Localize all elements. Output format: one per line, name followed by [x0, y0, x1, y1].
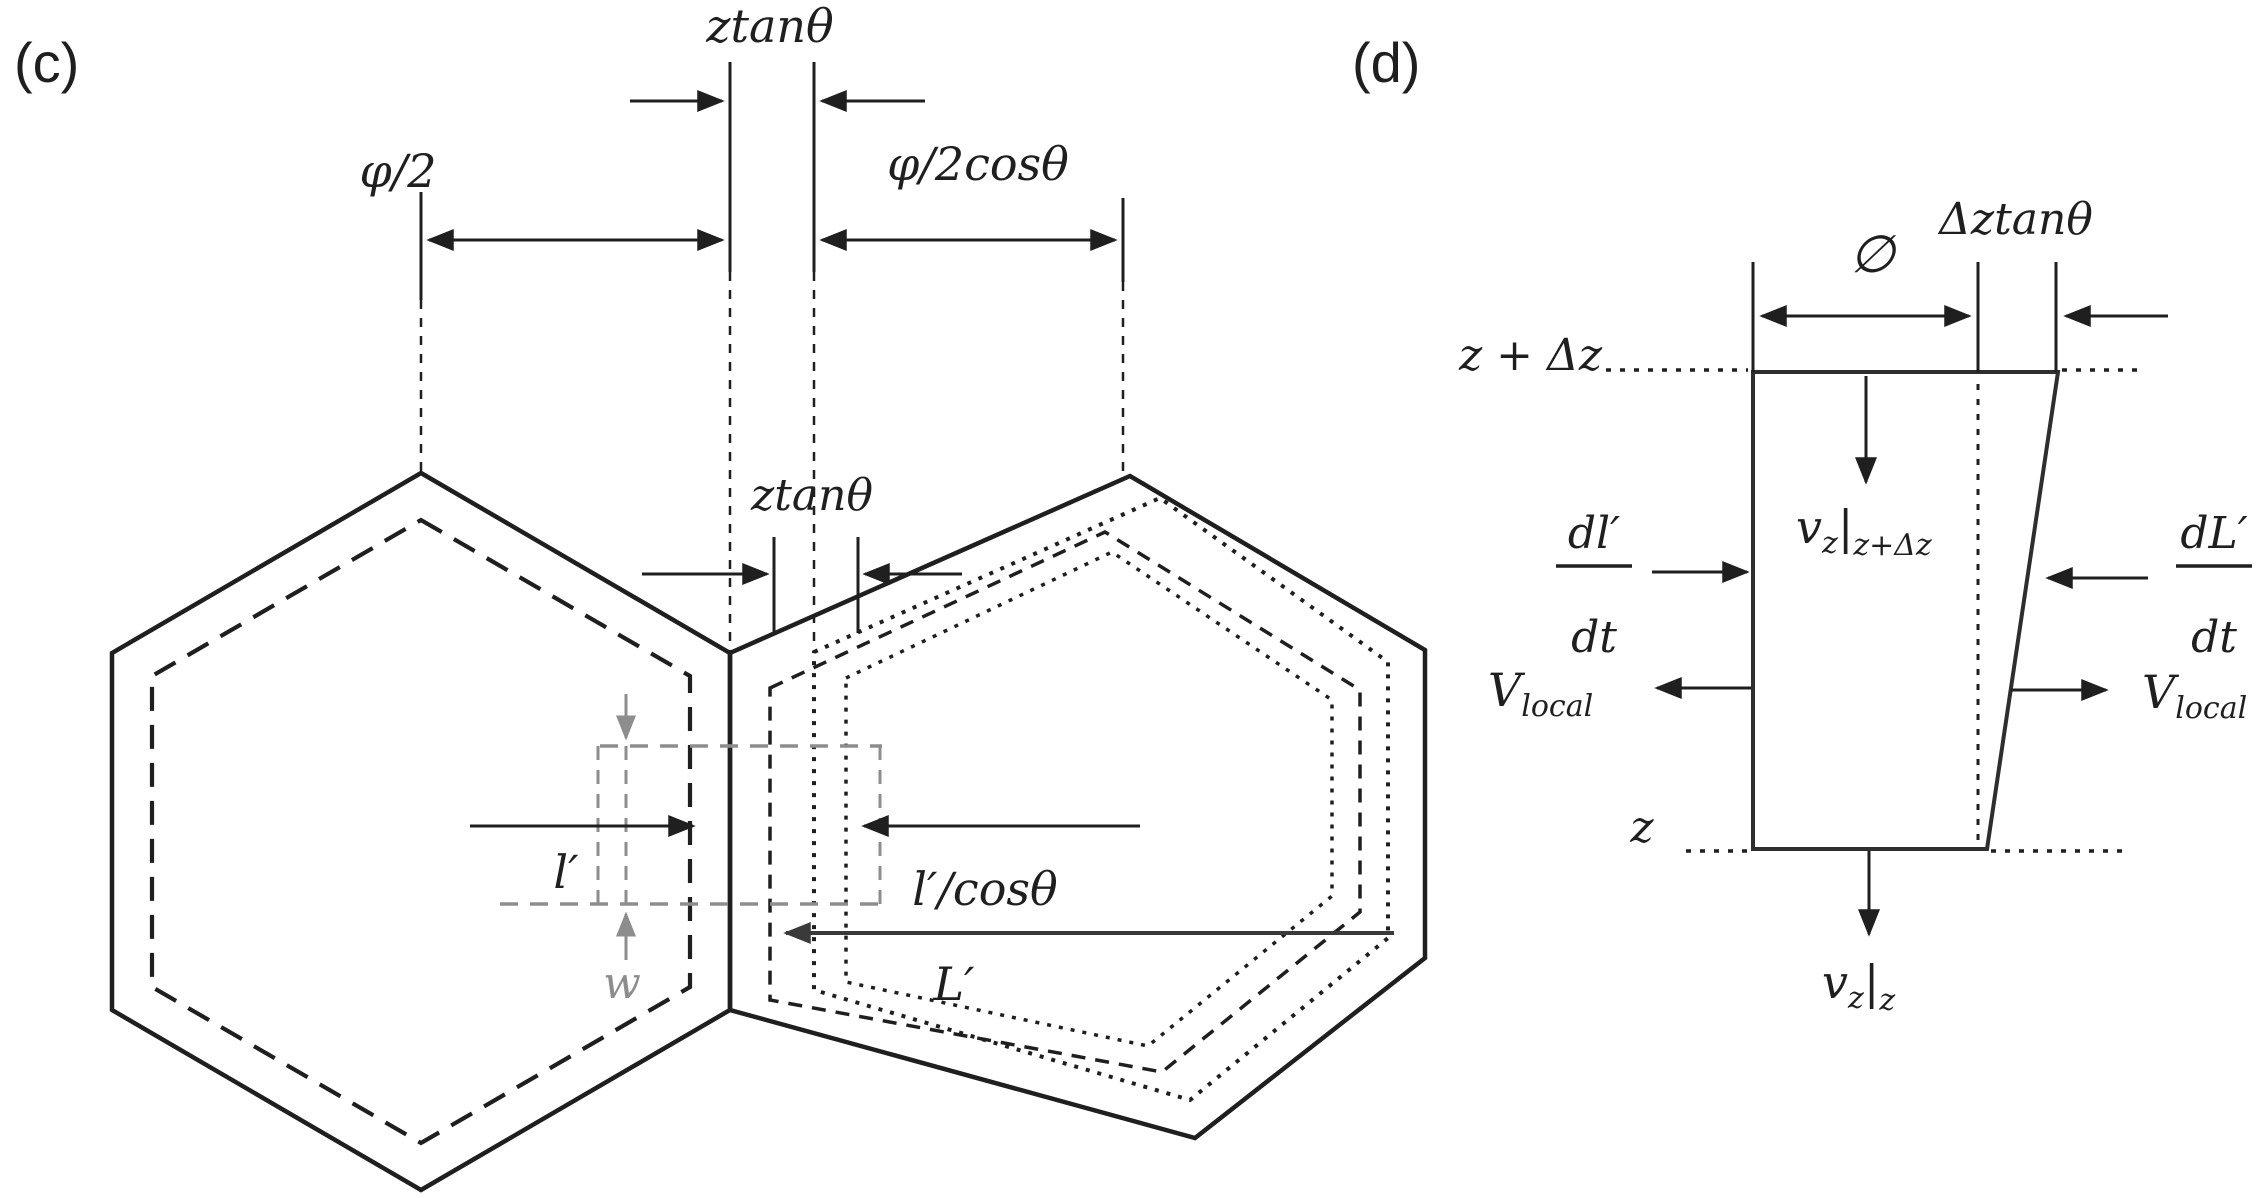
- phi-label: ∅: [1849, 225, 1897, 285]
- v-local-left-base: V: [1488, 663, 1526, 717]
- w-measure-box: [500, 694, 882, 960]
- right-hexagon-inner-dotted: [844, 549, 1334, 1048]
- panel-c: (c) ztanθ φ/2 φ/2cosθ: [14, 0, 1428, 1193]
- z-label: z: [1629, 802, 1654, 853]
- ztan-mid-label: ztanθ: [750, 470, 873, 521]
- right-hexagon-original-dashed: [768, 530, 1362, 1074]
- phi-half-label: φ/2: [360, 144, 437, 198]
- L-prime-label: L′: [933, 957, 976, 1011]
- vz-bottom-base: v: [1822, 955, 1848, 1009]
- vz-top-base: v: [1796, 500, 1822, 554]
- v-local-left-sub: local: [1521, 689, 1593, 724]
- panel-d-tag: (d): [1352, 31, 1420, 94]
- vz-top-bar: |: [1838, 500, 1854, 554]
- panel-d: (d) ∅ Δztanθ z + Δz z vz|z+Δz vz|z dl′ d…: [1352, 31, 2252, 1018]
- phi-half-cos-label: φ/2cosθ: [887, 137, 1069, 191]
- v-local-right-label: Vlocal: [2142, 665, 2247, 726]
- v-local-left-label: Vlocal: [1488, 663, 1593, 724]
- vz-top-sub: z: [1821, 526, 1838, 561]
- dL-dt-denominator: dt: [2191, 612, 2237, 663]
- right-hexagon-shifted-dotted: [812, 495, 1390, 1103]
- vz-bottom-at: z: [1878, 983, 1895, 1018]
- z-plus-dz-label: z + Δz: [1458, 330, 1603, 381]
- vz-bottom-label: vz|z: [1822, 955, 1895, 1018]
- v-local-right-sub: local: [2175, 691, 2247, 726]
- dL-dt-numerator: dL′: [2180, 508, 2247, 559]
- dL-dt-fraction: dL′ dt: [2176, 508, 2252, 663]
- right-hexagon-outline: [727, 473, 1428, 1141]
- w-label: w: [603, 958, 641, 1009]
- dl-dt-denominator: dt: [1571, 612, 1617, 663]
- left-hexagon-inner-dashed: [149, 517, 693, 1146]
- l-prime-cos-label: l′/cosθ: [912, 862, 1057, 916]
- dztan-label: Δztanθ: [1937, 194, 2093, 245]
- l-prime-label: l′: [553, 845, 579, 899]
- v-local-right-base: V: [2142, 665, 2180, 719]
- left-hexagon-outline: [109, 470, 733, 1193]
- vz-top-at: z+Δz: [1852, 528, 1932, 563]
- control-volume-outline: [1751, 370, 2061, 851]
- vz-top-label: vz|z+Δz: [1796, 500, 1932, 563]
- dl-dt-numerator: dl′: [1568, 508, 1620, 559]
- vz-bottom-bar: |: [1864, 955, 1880, 1009]
- panel-c-tag: (c): [14, 31, 79, 94]
- ztan-top-label: ztanθ: [705, 0, 833, 53]
- dl-dt-fraction: dl′ dt: [1556, 508, 1632, 663]
- vz-bottom-sub: z: [1847, 981, 1864, 1016]
- guide-lines: [419, 62, 1125, 651]
